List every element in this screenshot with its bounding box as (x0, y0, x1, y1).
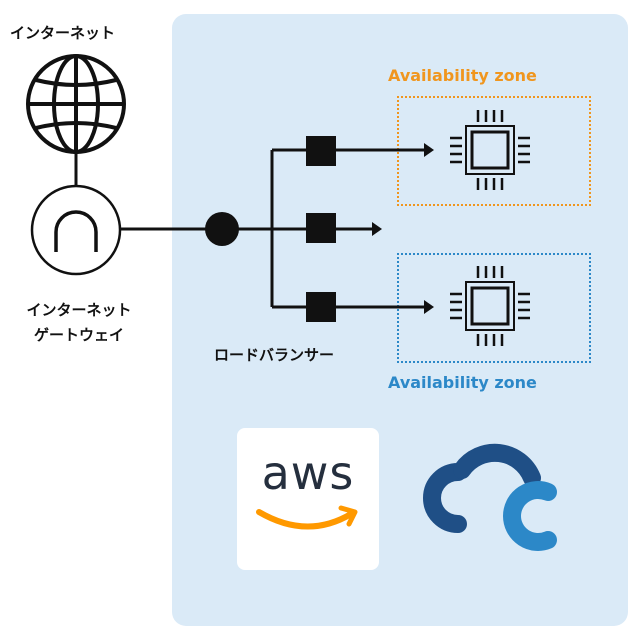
igw-label-line2: ゲートウェイ (33, 326, 124, 344)
target-node-bottom (306, 292, 336, 322)
internet-label: インターネット (10, 24, 116, 42)
arrow-middle (336, 222, 382, 236)
cpu-icon (450, 110, 530, 190)
globe-icon (26, 54, 126, 154)
target-node-top (306, 136, 336, 166)
az-top-label: Availability zone (388, 66, 537, 85)
arrow-top (336, 143, 434, 157)
aws-smile-icon (256, 505, 358, 530)
aws-logo: aws (237, 428, 379, 570)
cloud-logo (423, 443, 557, 551)
az-bottom-label: Availability zone (388, 373, 537, 392)
arrow-bottom (336, 300, 434, 314)
internet-gateway-label: インターネット ゲートウェイ (14, 298, 144, 348)
load-balancer-node-icon (205, 212, 239, 246)
igw-label-line1: インターネット (26, 301, 132, 319)
gateway-icon (30, 184, 122, 276)
aws-logo-text: aws (261, 446, 355, 500)
cpu-icon (450, 266, 530, 346)
target-node-middle (306, 213, 336, 243)
load-balancer-label: ロードバランサー (214, 346, 335, 364)
